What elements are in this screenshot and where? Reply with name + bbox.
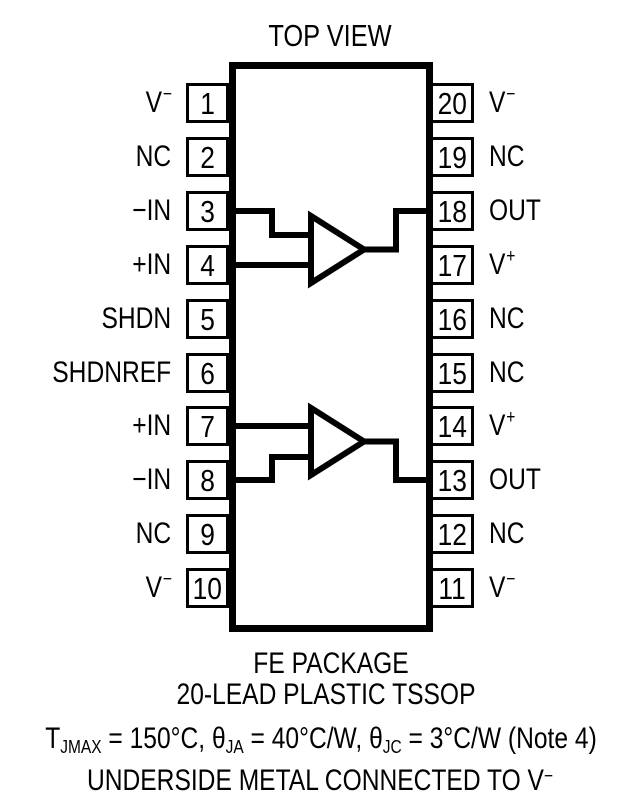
pin-label-nc-15: NC (489, 356, 525, 389)
pin-number-11: 11 (438, 570, 466, 606)
pin-label-shdnref-6: SHDNREF (52, 356, 172, 389)
pin-box-15: 15 (430, 353, 474, 393)
superscript-minus: − (543, 765, 554, 787)
pin-number-4: 4 (200, 247, 215, 283)
wire-amp-a-inverting-input (227, 208, 316, 238)
pin-label-vminus-11: V− (489, 569, 516, 604)
pin-number-6: 6 (200, 355, 215, 391)
pin-label-vminus-1: V− (145, 84, 172, 119)
pin-box-17: 17 (430, 245, 474, 285)
pin-number-19: 19 (437, 139, 467, 175)
package-name: FE PACKAGE (253, 647, 409, 680)
pin-label-shdn-5: SHDN (101, 302, 172, 335)
pin-label-vplus-17: V+ (489, 246, 516, 281)
pin-box-19: 19 (430, 137, 474, 177)
subscript-jmax: JMAX (60, 736, 102, 758)
pin-box-7: 7 (186, 406, 229, 446)
opamp-a-triangle (308, 210, 370, 289)
pin-number-13: 13 (437, 462, 467, 498)
pin-box-2: 2 (186, 137, 229, 177)
wire-amp-b-output (362, 438, 436, 483)
package-body (229, 62, 433, 632)
pin-label-nc-19: NC (489, 140, 525, 173)
pin-box-14: 14 (430, 406, 474, 446)
thermal-note: TJMAX = 150°C, θJA = 40°C/W, θJC = 3°C/W… (45, 722, 597, 758)
pin-number-16: 16 (437, 301, 467, 337)
pin-number-15: 15 (437, 355, 467, 391)
pin-number-1: 1 (200, 85, 215, 121)
pin-box-18: 18 (430, 191, 474, 231)
pin-number-7: 7 (200, 408, 215, 444)
pin-box-4: 4 (186, 245, 229, 285)
pin-number-18: 18 (437, 193, 467, 229)
pin-number-8: 8 (200, 462, 215, 498)
pin-box-12: 12 (430, 514, 474, 554)
pin-label-vplus-14: V+ (489, 407, 516, 442)
pin-box-5: 5 (186, 299, 229, 339)
wire-amp-b-inverting-input (227, 454, 316, 483)
pin-label-vminus-10: V− (145, 569, 172, 604)
pin-label-minus-in-8: −IN (132, 463, 172, 496)
pin-box-3: 3 (186, 191, 229, 231)
pin-number-20: 20 (437, 85, 467, 121)
package-description: 20-LEAD PLASTIC TSSOP (176, 678, 476, 711)
pin-box-11: 11 (430, 568, 474, 608)
pin-label-nc-16: NC (489, 302, 525, 335)
pin-box-9: 9 (186, 514, 229, 554)
pin-number-3: 3 (200, 193, 215, 229)
pin-box-13: 13 (430, 460, 474, 500)
pin-number-9: 9 (200, 516, 215, 552)
pin-label-out-18: OUT (489, 194, 541, 227)
pin-box-10: 10 (186, 568, 229, 608)
pin-number-12: 12 (437, 516, 467, 552)
pin-label-out-13: OUT (489, 463, 541, 496)
pin-label-plus-in-4: +IN (132, 248, 172, 281)
pin-number-14: 14 (437, 408, 467, 444)
pin-number-5: 5 (200, 301, 215, 337)
pin-box-6: 6 (186, 353, 229, 393)
diagram-title: TOP VIEW (268, 18, 392, 53)
pin-label-nc-12: NC (489, 517, 525, 550)
pin-label-nc-9: NC (135, 517, 172, 550)
pin-label-vminus-20: V− (489, 84, 516, 119)
subscript-ja: JA (225, 736, 244, 758)
pin-box-16: 16 (430, 299, 474, 339)
pin-box-1: 1 (186, 83, 229, 123)
pin-box-8: 8 (186, 460, 229, 500)
pin-number-10: 10 (192, 570, 223, 606)
subscript-jc: JC (382, 736, 402, 758)
pin-label-nc-2: NC (135, 140, 172, 173)
pin-label-plus-in-7: +IN (132, 409, 172, 442)
underside-metal-note: UNDERSIDE METAL CONNECTED TO V− (86, 764, 554, 797)
pin-number-2: 2 (200, 139, 215, 175)
pin-number-17: 17 (437, 247, 467, 283)
opamp-b-triangle (308, 402, 370, 481)
pin-label-minus-in-3: −IN (132, 194, 172, 227)
wire-amp-a-output (362, 208, 436, 253)
pin-box-20: 20 (430, 83, 474, 123)
